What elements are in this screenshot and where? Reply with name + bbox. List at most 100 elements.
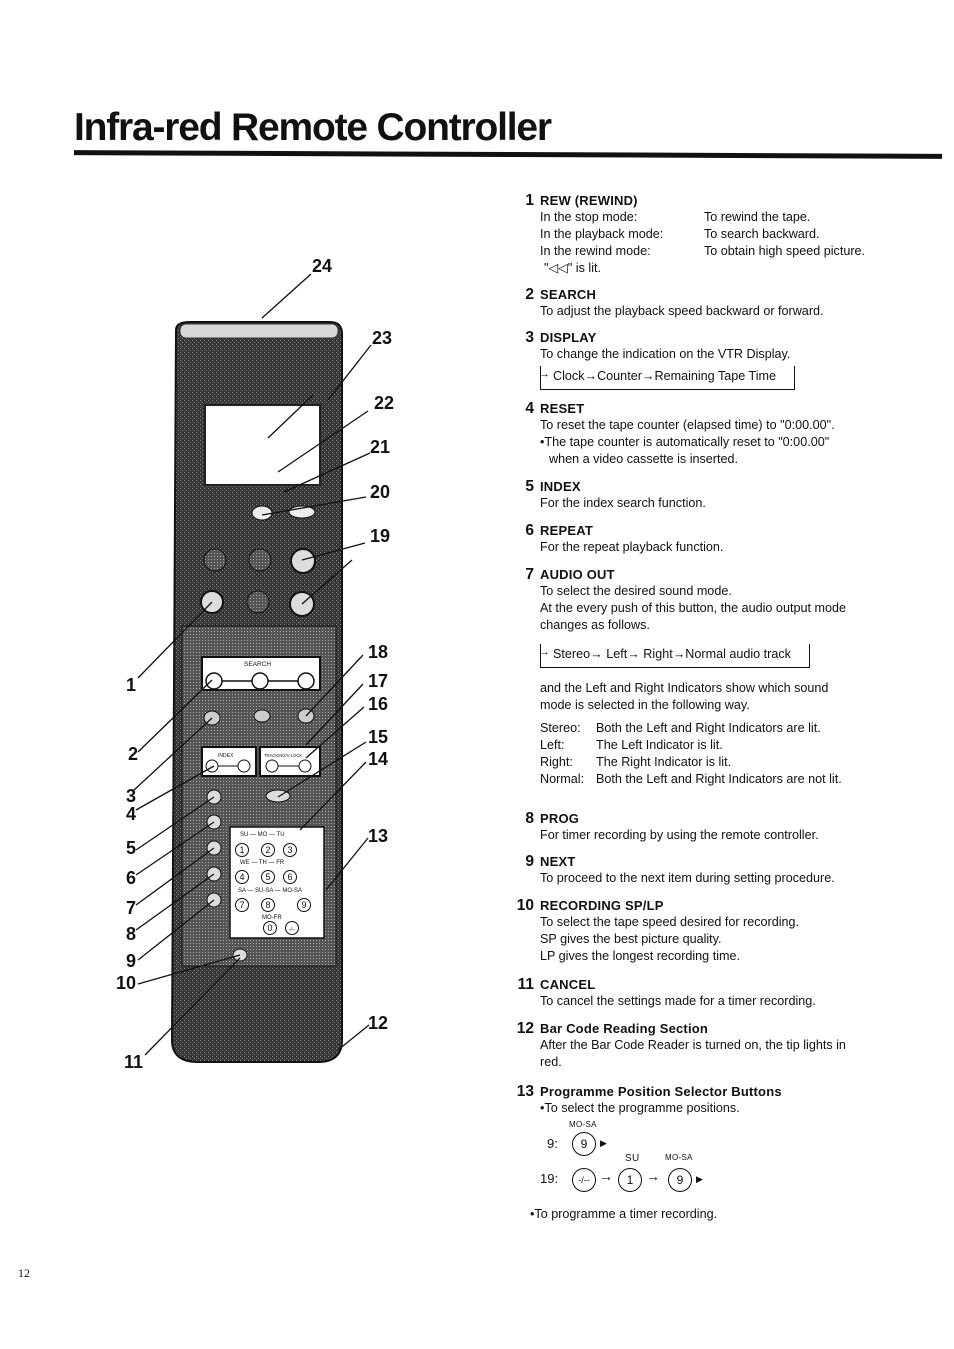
callout-13: 13 xyxy=(368,826,389,846)
tracking-label: TRACKING/V-LOCK xyxy=(264,753,302,758)
item-text: changes as follows. xyxy=(540,618,650,632)
item-text: red. xyxy=(540,1055,562,1069)
audio-mode-desc: Both the Left and Right Indicators are l… xyxy=(596,721,821,735)
mode-desc: To rewind the tape. xyxy=(704,210,811,224)
callout-24: 24 xyxy=(312,256,333,276)
example-key-1: 1 xyxy=(618,1168,642,1192)
rew-note: "◁◁" is lit. xyxy=(544,261,601,275)
keypad-row2-days: WE — TH — FR xyxy=(240,860,285,866)
example-key-9: 9 xyxy=(572,1132,596,1156)
play-arrow-icon: ▶ xyxy=(600,1138,607,1148)
item-number: 2 xyxy=(525,286,534,303)
item-text: For the repeat playback function. xyxy=(540,540,724,554)
callout-12: 12 xyxy=(368,1013,389,1033)
search-label: SEARCH xyxy=(244,661,271,668)
keypad-row4-days: MO-FR xyxy=(262,915,282,921)
page-number: 12 xyxy=(18,1266,30,1280)
index-label: INDEX xyxy=(218,753,234,759)
callout-1: 1 xyxy=(126,675,137,695)
callout-21: 21 xyxy=(370,437,391,457)
item-prog: 8 PROG For timer recording by using the r… xyxy=(504,810,934,844)
audio-mode-label: Stereo: xyxy=(540,721,581,735)
item-title: SEARCH xyxy=(540,287,597,302)
item-repeat: 6 REPEAT For the repeat playback function… xyxy=(504,522,934,556)
callout-10: 10 xyxy=(116,973,137,993)
item-display: 3 DISPLAY To change the indication on the… xyxy=(504,329,934,390)
example-key-9b: 9 xyxy=(668,1168,692,1192)
item-number: 1 xyxy=(525,192,534,209)
callout-17: 17 xyxy=(368,671,389,691)
audio-mode-label: Left: xyxy=(540,738,565,752)
mode-label: In the rewind mode: xyxy=(540,244,651,258)
arrow-right-icon: → xyxy=(599,1168,613,1184)
item-number: 8 xyxy=(525,810,534,827)
display-cycle-text: Clock→Counter→Remaining Tape Time xyxy=(553,369,777,383)
callout-19: 19 xyxy=(370,526,391,546)
reset-bullet-cont: when a video cassette is inserted. xyxy=(549,452,739,466)
callout-11: 11 xyxy=(124,1052,144,1072)
key-6: 6 xyxy=(287,872,292,882)
item-next: 9 NEXT To proceed to the next item during… xyxy=(504,853,934,887)
item-text: To proceed to the next item during setti… xyxy=(540,871,835,885)
item-title: CANCEL xyxy=(540,977,596,992)
callout-22: 22 xyxy=(374,393,395,413)
audio-cycle-diagram: Stereo→ Left→ Right→Normal audio track xyxy=(539,644,810,668)
item-text: To adjust the playback speed backward or… xyxy=(540,304,824,318)
item-text: •To select the programme positions. xyxy=(540,1101,740,1115)
callout-14: 14 xyxy=(368,749,389,769)
audio-mode-desc: Both the Left and Right Indicators are n… xyxy=(596,772,842,786)
key-3: 3 xyxy=(287,845,292,855)
item-title: DISPLAY xyxy=(540,330,597,345)
callout-16: 16 xyxy=(368,694,389,714)
item-number: 4 xyxy=(525,400,534,417)
callout-15: 15 xyxy=(368,727,389,747)
example-tag-mosa-2: MO-SA xyxy=(665,1153,693,1162)
item-title: REW (REWIND) xyxy=(540,193,638,208)
item-number: 11 xyxy=(517,976,534,993)
keypad-row3-days: SA — SU-SA — MO-SA xyxy=(238,888,302,894)
key-8: 8 xyxy=(265,900,270,910)
item-title: INDEX xyxy=(540,479,581,494)
item-title: REPEAT xyxy=(540,523,593,538)
timer-note: •To programme a timer recording. xyxy=(530,1207,718,1221)
keypad-row1-days: SU — MO — TU xyxy=(240,832,285,838)
item-number: 6 xyxy=(525,522,534,539)
mode-label: In the playback mode: xyxy=(540,227,664,241)
item-number: 3 xyxy=(525,329,534,346)
example-label-9: 9: xyxy=(547,1136,558,1151)
item-title: AUDIO OUT xyxy=(540,567,615,582)
page-title: Infra-red Remote Controller xyxy=(74,106,552,149)
audio-mode-label: Right: xyxy=(540,755,573,769)
play-arrow-icon: ▶ xyxy=(696,1174,703,1184)
audio-cycle-text: Stereo→ Left→ Right→Normal audio track xyxy=(553,647,791,661)
key-7: 7 xyxy=(239,900,244,910)
item-text: LP gives the longest recording time. xyxy=(540,949,740,963)
display-cycle-diagram: Clock→Counter→Remaining Tape Time xyxy=(539,366,796,390)
mode-desc: To search backward. xyxy=(704,227,820,241)
key-dash: -/-- xyxy=(289,927,296,933)
item-title: PROG xyxy=(540,811,580,826)
key-1: 1 xyxy=(239,845,244,855)
callout-8: 8 xyxy=(126,924,137,944)
callout-4: 4 xyxy=(126,804,137,824)
item-number: 12 xyxy=(516,1020,534,1037)
arrow-right-icon: → xyxy=(646,1168,660,1184)
item-title: NEXT xyxy=(540,854,576,869)
item-text: To select the desired sound mode. xyxy=(540,584,732,598)
item-number: 7 xyxy=(525,566,534,583)
item-title: Bar Code Reading Section xyxy=(540,1021,709,1036)
callout-23: 23 xyxy=(372,328,393,348)
item-text: For timer recording by using the remote … xyxy=(540,828,819,842)
item-text: SP gives the best picture quality. xyxy=(540,932,722,946)
item-text: To change the indication on the VTR Disp… xyxy=(540,347,791,361)
item-number: 9 xyxy=(525,853,534,870)
audio-mode-label: Normal: xyxy=(540,772,585,786)
item-title: RECORDING SP/LP xyxy=(540,898,664,913)
callout-7: 7 xyxy=(126,898,137,918)
item-text: At the every push of this button, the au… xyxy=(540,601,846,615)
